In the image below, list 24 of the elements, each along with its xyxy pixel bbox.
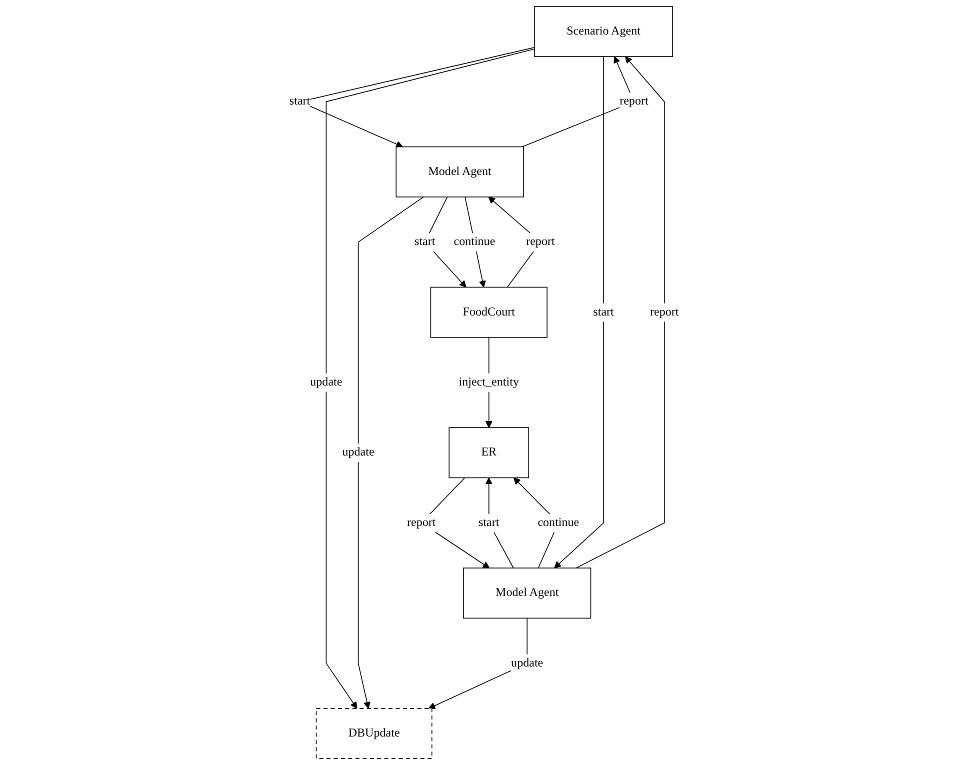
node-box: DBUpdate [316,708,433,759]
edge-label: continue [454,235,496,248]
edge-label: report [407,516,436,530]
node-box: Model Agent [396,146,524,198]
arrow [576,56,666,568]
node-box: Scenario Agent [534,6,674,57]
node-box: Model Agent [463,568,592,619]
edge-label: inject_entity [459,376,520,389]
edge-label: continue [538,516,580,530]
arrow [486,477,514,568]
edge-label: start [414,235,436,248]
arrow [554,56,604,568]
edge-label: report [620,95,649,108]
node-box: FoodCourt [430,286,548,338]
edge-label: update [342,446,375,459]
edge-label: start [290,95,311,108]
node-box: ER [449,427,530,478]
edge-label: update [310,376,343,389]
edge-label: update [511,656,544,670]
arrow [358,196,424,709]
edge-label: start [478,516,500,530]
edge-label: start [594,306,614,319]
edge-label: report [526,235,556,248]
edge-label: report [650,306,680,319]
